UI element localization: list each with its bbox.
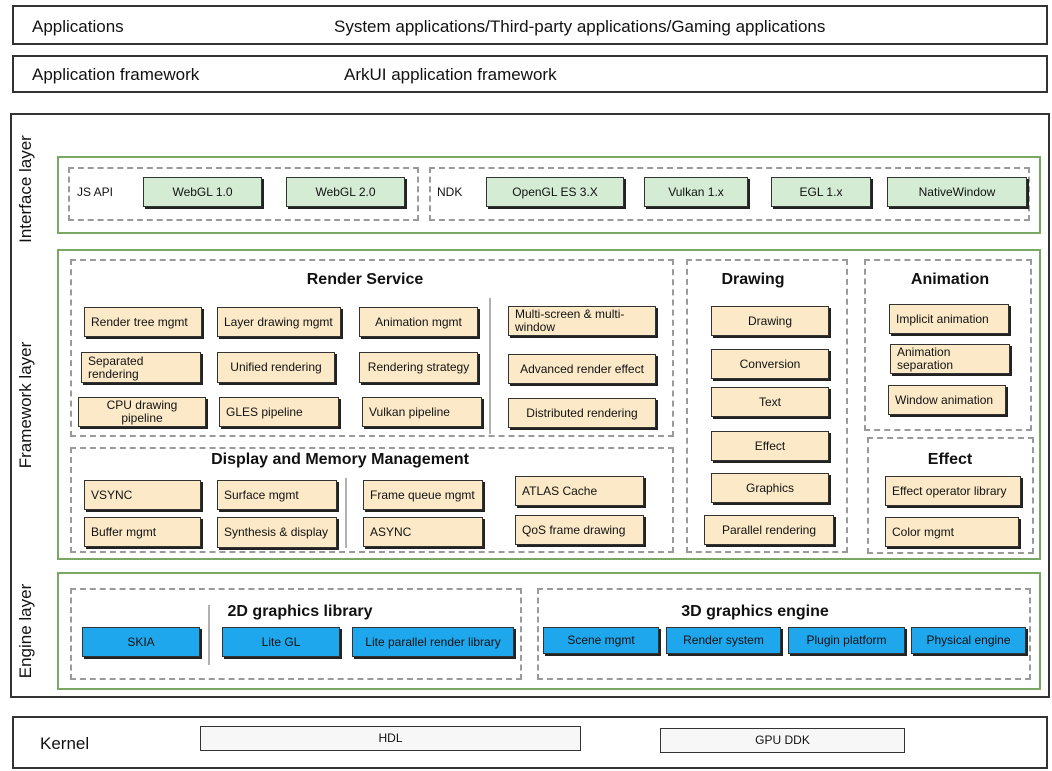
- vulkan-pipeline-box: Vulkan pipeline: [362, 397, 482, 427]
- conversion-box: Conversion: [711, 349, 829, 379]
- physical-engine-box: Physical engine: [911, 627, 1026, 654]
- plugin-platform-box: Plugin platform: [788, 627, 905, 654]
- ndk-group: [429, 167, 1030, 221]
- effect-operator-library-box: Effect operator library: [885, 476, 1021, 506]
- drawing-title: Drawing: [692, 271, 814, 289]
- surface-mgmt-box: Surface mgmt: [217, 480, 337, 510]
- qos-frame-drawing-box: QoS frame drawing: [515, 515, 644, 545]
- engine-layer-label: Engine layer: [16, 583, 35, 679]
- render-service-title: Render Service: [306, 271, 424, 288]
- graphics-2d-divider: [208, 605, 210, 665]
- opengl-es-box: OpenGL ES 3.X: [486, 177, 624, 207]
- kernel-label: Kernel: [40, 734, 90, 753]
- layer-drawing-mgmt-box: Layer drawing mgmt: [217, 307, 341, 337]
- effect-group: [867, 437, 1034, 554]
- app-framework-content: ArkUI application framework: [344, 65, 557, 84]
- app-framework-label: Application framework: [32, 65, 200, 84]
- webgl-1-box: WebGL 1.0: [143, 177, 262, 207]
- js-api-label: JS API: [77, 185, 114, 199]
- applications-label: Applications: [32, 17, 124, 36]
- graphics-box: Graphics: [711, 473, 829, 503]
- native-window-box: NativeWindow: [887, 177, 1027, 207]
- unified-rendering-box: Unified rendering: [217, 352, 335, 383]
- drawing-group: [686, 259, 848, 553]
- effect-drawing-box: Effect: [711, 431, 829, 461]
- render-system-box: Render system: [666, 627, 781, 654]
- implicit-animation-box: Implicit animation: [889, 304, 1009, 334]
- egl-box: EGL 1.x: [771, 177, 871, 207]
- applications-bar: Applications System applications/Third-p…: [12, 5, 1048, 45]
- vsync-box: VSYNC: [84, 480, 201, 510]
- system-frame: [10, 113, 1050, 698]
- frame-queue-mgmt-box: Frame queue mgmt: [363, 480, 483, 510]
- render-tree-mgmt-box: Render tree mgmt: [84, 307, 202, 337]
- scene-mgmt-box: Scene mgmt: [543, 627, 659, 654]
- synthesis-display-box: Synthesis & display: [217, 517, 337, 548]
- interface-layer-label: Interface layer: [16, 135, 35, 243]
- framework-layer-frame: [57, 249, 1041, 560]
- app-framework-bar: Application framework ArkUI application …: [12, 55, 1048, 93]
- drawing-box: Drawing: [711, 306, 829, 336]
- webgl-2-box: WebGL 2.0: [286, 177, 405, 207]
- display-memory-group: [70, 447, 674, 553]
- text-box: Text: [711, 387, 829, 417]
- separated-rendering-box: Separated rendering: [81, 352, 201, 383]
- effect-title: Effect: [927, 451, 973, 468]
- display-memory-title: Display and Memory Management: [211, 451, 469, 468]
- color-mgmt-box: Color mgmt: [885, 517, 1019, 547]
- render-service-group: [70, 259, 674, 437]
- animation-group: [864, 259, 1032, 431]
- graphics-2d-group: [70, 588, 522, 680]
- applications-content: System applications/Third-party applicat…: [334, 17, 826, 36]
- animation-separation-box: Animation separation: [890, 344, 1010, 374]
- atlas-cache-box: ATLAS Cache: [515, 476, 644, 506]
- multi-screen-box: Multi-screen & multi-window: [508, 306, 656, 336]
- buffer-mgmt-box: Buffer mgmt: [84, 517, 201, 547]
- cpu-drawing-pipeline-box: CPU drawing pipeline: [78, 397, 206, 427]
- display-memory-divider: [345, 478, 347, 548]
- gles-pipeline-box: GLES pipeline: [219, 397, 339, 427]
- engine-layer-frame: [57, 572, 1041, 690]
- window-animation-box: Window animation: [888, 385, 1006, 415]
- advanced-render-effect-box: Advanced render effect: [508, 354, 656, 384]
- async-box: ASYNC: [363, 517, 483, 547]
- interface-layer-frame: [57, 156, 1041, 234]
- vulkan-box: Vulkan 1.x: [644, 177, 748, 207]
- framework-layer-label: Framework layer: [16, 341, 35, 469]
- rendering-strategy-box: Rendering strategy: [359, 352, 478, 383]
- engine-3d-title: 3D graphics engine: [681, 603, 829, 620]
- engine-3d-group: [537, 588, 1031, 680]
- distributed-rendering-box: Distributed rendering: [508, 398, 656, 428]
- js-api-group: [68, 167, 419, 221]
- skia-box: SKIA: [82, 627, 200, 657]
- gpu-ddk-box: GPU DDK: [660, 728, 905, 753]
- parallel-rendering-box: Parallel rendering: [704, 515, 834, 545]
- lite-gl-box: Lite GL: [222, 627, 340, 657]
- render-service-divider: [489, 298, 491, 434]
- hdl-box: HDL: [200, 726, 581, 751]
- ndk-label: NDK: [437, 185, 463, 199]
- animation-title: Animation: [910, 271, 990, 288]
- graphics-2d-title: 2D graphics library: [227, 603, 373, 620]
- animation-mgmt-box: Animation mgmt: [359, 307, 478, 337]
- lite-parallel-render-box: Lite parallel render library: [352, 627, 514, 657]
